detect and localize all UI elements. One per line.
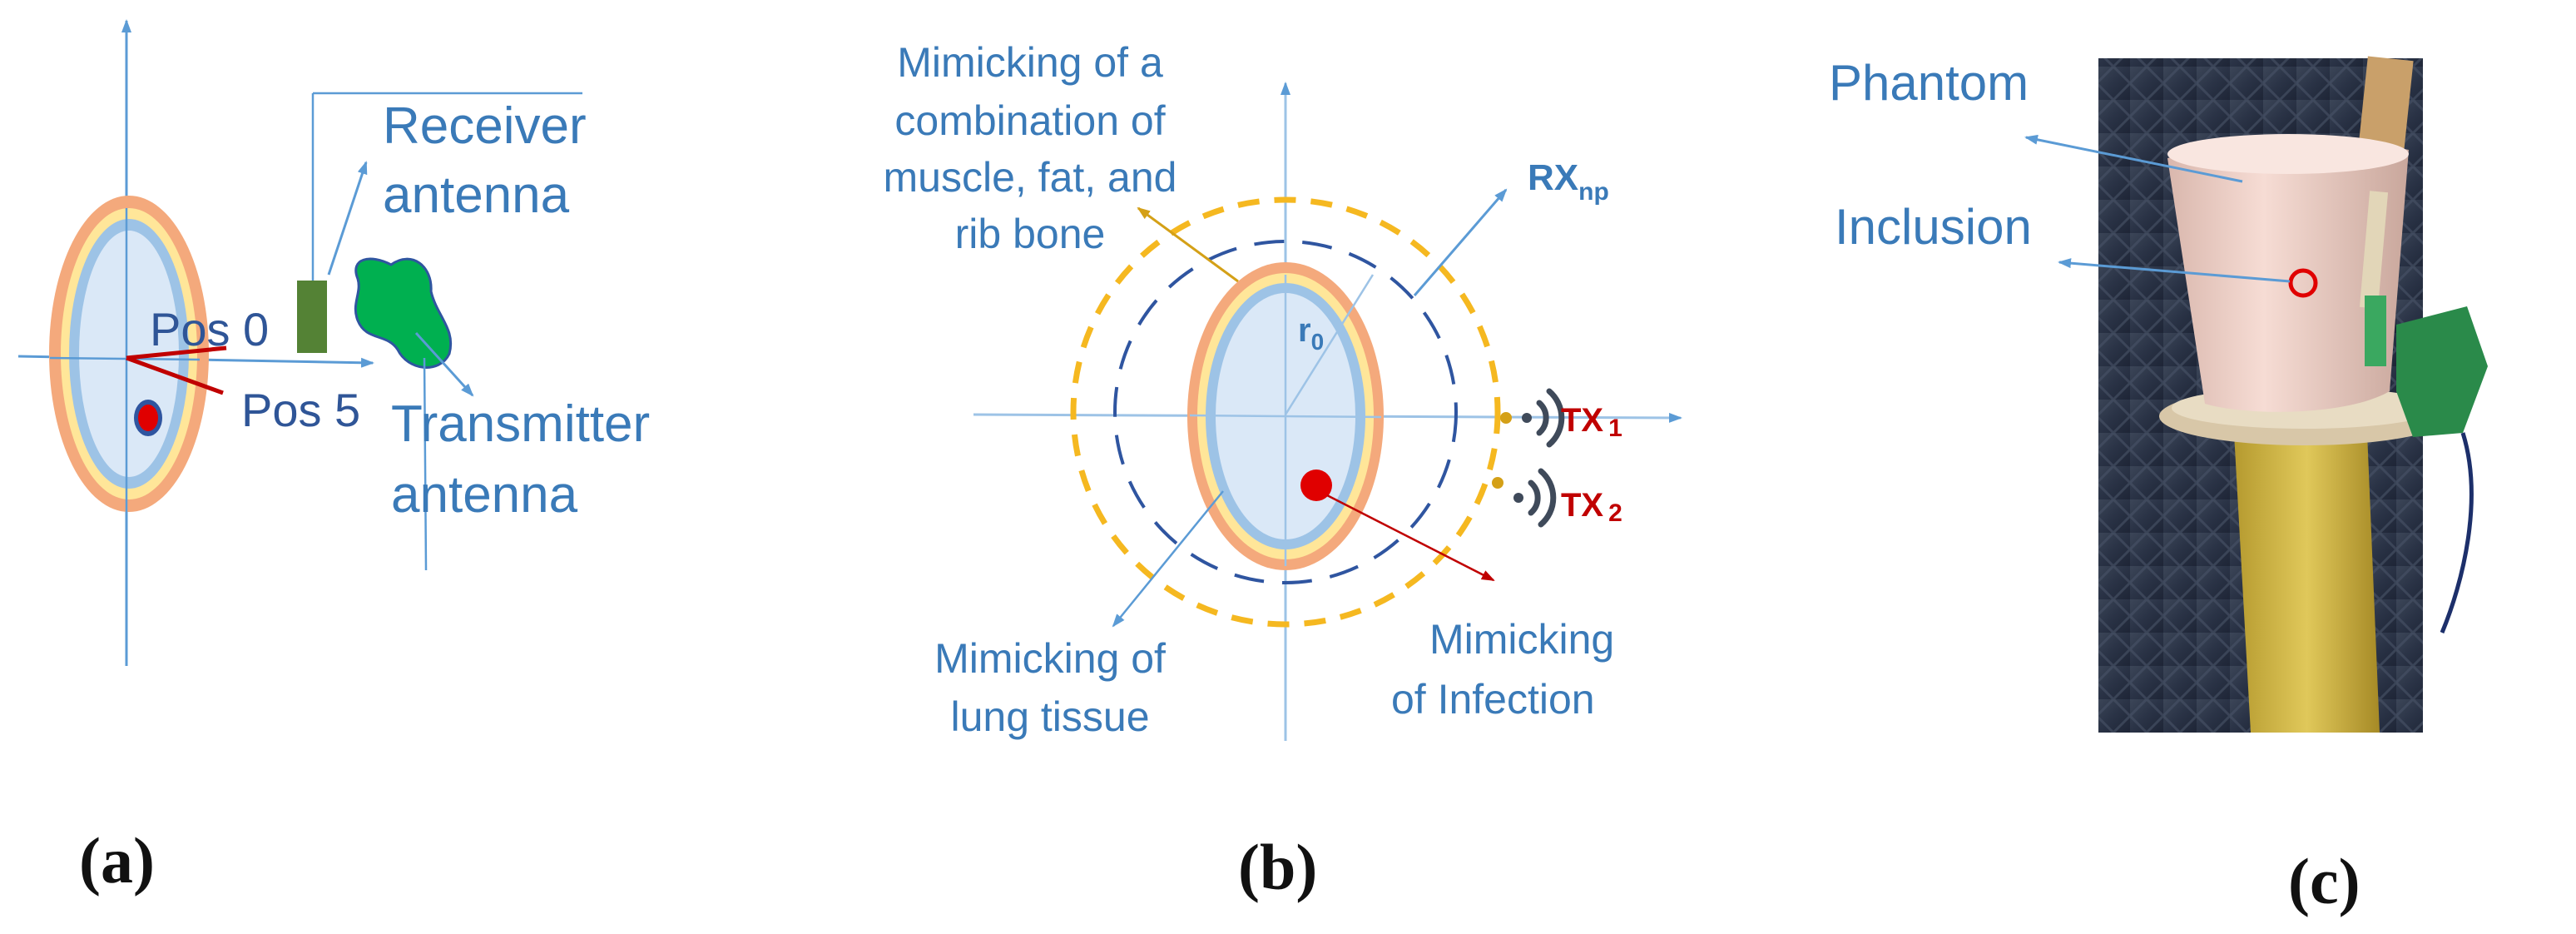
b-rx-label: RXnp	[1528, 157, 1609, 206]
a-receiver-antenna	[297, 281, 327, 353]
a-caption: (a)	[79, 824, 155, 897]
b-lung-label-2: lung tissue	[950, 693, 1149, 740]
b-inclusion	[1300, 469, 1332, 501]
b-radius-line	[1284, 274, 1375, 415]
b-infection-label-1: Mimicking	[1429, 616, 1614, 663]
b-infection-label-2: of Infection	[1391, 676, 1595, 723]
b-muscle-arrow	[1137, 206, 1239, 283]
a-x-axis-overlay	[49, 356, 201, 361]
a-receiver-label-1: Receiver	[383, 97, 587, 155]
a-inclusion	[138, 405, 158, 431]
b-lung-arrow	[1112, 490, 1224, 628]
b-tx1-wave-icon	[1522, 388, 1565, 448]
c-phantom-label: Phantom	[1829, 55, 2029, 111]
b-infection-arrow	[1326, 494, 1495, 582]
b-caption: (b)	[1238, 831, 1317, 903]
a-transmitter-antenna	[354, 257, 453, 369]
a-receiver-label-2: antenna	[383, 166, 570, 224]
b-muscle-label-4: rib bone	[955, 211, 1106, 257]
c-phantom-arrow	[2024, 134, 2243, 183]
b-rx-arrow	[1413, 188, 1508, 296]
c-inclusion-arrow	[2058, 258, 2291, 283]
b-outer-dashed-circle	[1070, 196, 1501, 628]
a-transmitter-label-2: antenna	[391, 466, 578, 524]
b-muscle-label-1: Mimicking of a	[897, 39, 1163, 86]
a-pos5-line	[126, 355, 224, 395]
a-pos0-label: Pos 0	[150, 303, 269, 355]
b-r0-label: r0	[1298, 312, 1324, 355]
panel-a: Pos 0 Pos 5 Receiver antenna Transmitter…	[17, 19, 650, 897]
a-transmitter-arrow	[414, 331, 474, 397]
b-inner-dashed-circle	[1113, 240, 1458, 584]
c-inclusion-label: Inclusion	[1835, 199, 2032, 255]
a-transmitter-label-1: Transmitter	[391, 395, 650, 453]
a-pos5-label: Pos 5	[241, 384, 360, 436]
c-phantom-photo	[2098, 56, 2488, 733]
a-transmitter-line	[423, 357, 428, 571]
b-tx2-point	[1492, 477, 1503, 489]
a-pos0-line	[126, 345, 227, 360]
a-receiver-arrow	[327, 161, 368, 276]
panel-c: Phantom Inclusion (c)	[1829, 55, 2488, 917]
c-caption: (c)	[2288, 845, 2361, 917]
b-tx1-point	[1500, 412, 1512, 424]
b-muscle-label-3: muscle, fat, and	[884, 154, 1177, 201]
b-x-axis-overlay	[1189, 414, 1382, 419]
b-lung-label-1: Mimicking of	[934, 635, 1166, 682]
b-muscle-label-2: combination of	[894, 97, 1165, 144]
b-tx2-wave-icon	[1513, 468, 1557, 528]
panel-b: r0 RXnp Mimicking of a combination of mu…	[884, 39, 1682, 903]
